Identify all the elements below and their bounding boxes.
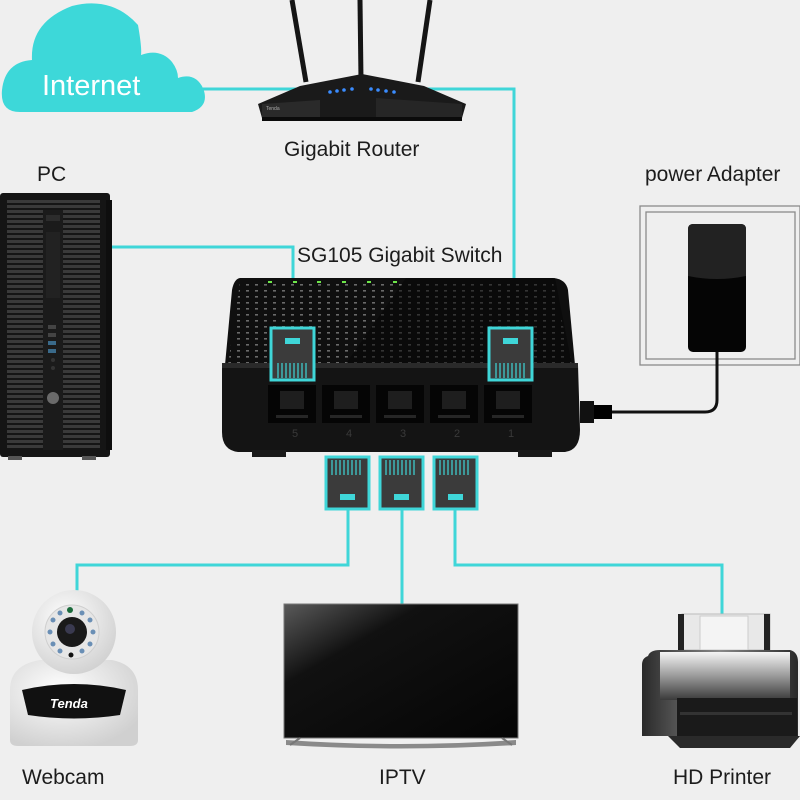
rj45-plug-printer	[432, 455, 479, 511]
webcam-icon: Tenda	[10, 590, 138, 746]
router-label: Gigabit Router	[284, 138, 420, 161]
pc-icon	[0, 193, 112, 460]
rj45-plug-iptv	[378, 455, 425, 511]
rj45-plug-pc	[269, 326, 316, 382]
iptv-label: IPTV	[379, 766, 426, 789]
rj45-plug-router	[487, 326, 534, 382]
port-number: 3	[399, 428, 407, 440]
line-switch-printer	[453, 510, 724, 615]
power-adapter-label: power Adapter	[645, 163, 781, 186]
svg-text:Tenda: Tenda	[50, 696, 88, 711]
port-number: 2	[453, 428, 461, 440]
switch-port-numbers: 5 4 3 2 1	[268, 428, 538, 440]
port-number: 4	[345, 428, 353, 440]
printer-label: HD Printer	[673, 766, 772, 789]
iptv-icon	[283, 603, 519, 749]
line-switch-webcam	[75, 510, 350, 605]
internet-label: Internet	[42, 70, 141, 102]
power-adapter-icon	[580, 205, 800, 423]
router-icon: Tenda	[258, 0, 466, 121]
port-number: 5	[291, 428, 299, 440]
rj45-plug-webcam	[324, 455, 371, 511]
svg-text:Tenda: Tenda	[266, 106, 280, 112]
switch-ports	[268, 385, 532, 423]
webcam-label: Webcam	[22, 766, 105, 789]
internet-cloud	[1, 3, 205, 112]
switch-label: SG105 Gigabit Switch	[297, 244, 503, 267]
port-number: 1	[507, 428, 515, 440]
pc-label: PC	[37, 163, 67, 186]
printer-icon	[642, 613, 800, 748]
